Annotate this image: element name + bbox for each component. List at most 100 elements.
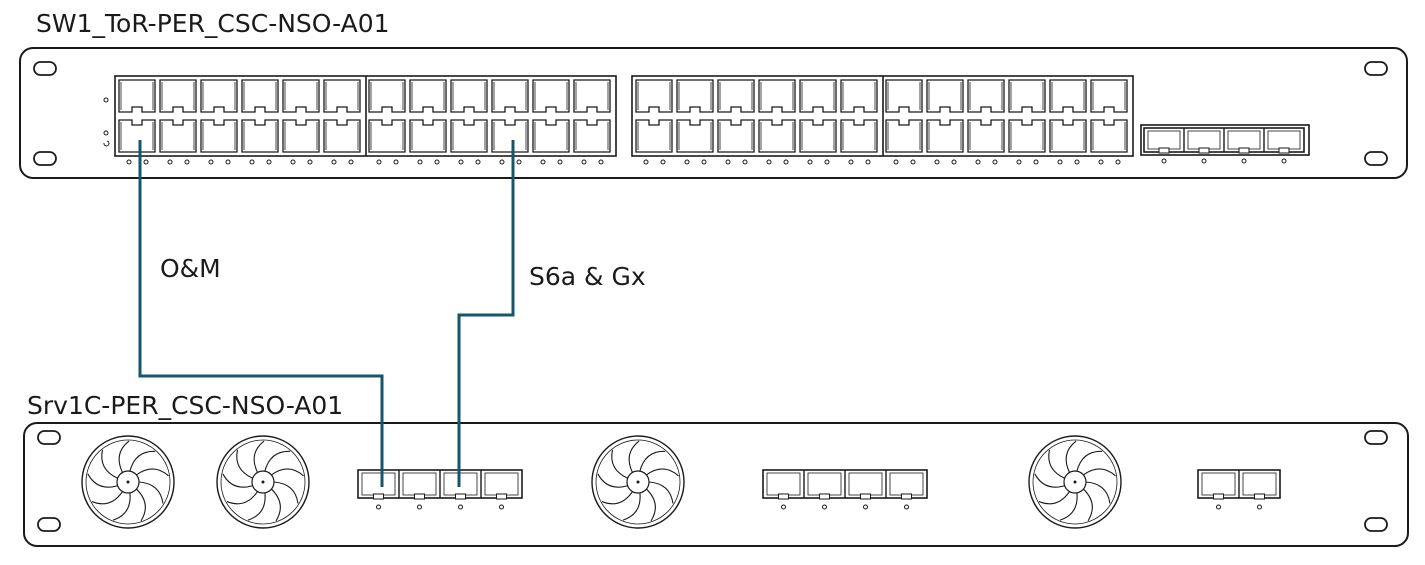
server-nic-ports	[357, 469, 1281, 510]
port-led-icon	[992, 159, 998, 165]
switch-sfp-ports	[1143, 127, 1305, 164]
sfp-latch-icon	[414, 493, 425, 500]
sfp-latch-icon	[1158, 147, 1170, 154]
port-led-icon	[848, 159, 854, 165]
port-led-icon	[1257, 504, 1262, 510]
rj45-port	[368, 119, 406, 153]
rj45-port	[282, 79, 320, 113]
port-led-icon	[143, 159, 149, 165]
sfp-latch-icon	[1213, 493, 1224, 500]
port-led-icon	[417, 159, 423, 165]
rj45-port	[159, 119, 197, 153]
fan-icon	[591, 435, 685, 529]
port-led-icon	[1115, 159, 1121, 165]
port-led-icon	[184, 159, 190, 165]
link-om: O&M	[138, 140, 384, 487]
port-led-icon	[660, 159, 666, 165]
port-led-icon	[742, 159, 748, 165]
rack-ear-hole-icon	[37, 517, 61, 532]
port-led-icon	[1033, 159, 1039, 165]
port-led-icon	[1098, 159, 1104, 165]
port-led-icon	[307, 159, 313, 165]
link-s6a-gx-label: S6a & Gx	[529, 262, 646, 291]
port-led-icon	[863, 504, 868, 510]
sfp-latch-icon	[819, 493, 830, 500]
status-led-icon	[103, 130, 109, 136]
sfp-port	[484, 472, 519, 496]
port-led-icon	[1161, 158, 1167, 164]
port-led-icon	[598, 159, 604, 165]
port-led-icon	[458, 159, 464, 165]
port-led-icon	[557, 159, 563, 165]
fan-icon	[1028, 435, 1122, 529]
port-led-icon	[434, 159, 440, 165]
sfp-port	[1227, 130, 1261, 150]
port-led-icon	[208, 159, 214, 165]
port-led-icon	[1201, 158, 1207, 164]
port-led-icon	[951, 159, 957, 165]
port-led-icon	[393, 159, 399, 165]
status-led-icon	[103, 97, 109, 103]
rj45-port	[676, 79, 714, 113]
rack-ear-hole-icon	[37, 430, 61, 445]
rj45-port	[758, 119, 796, 153]
port-led-icon	[824, 159, 830, 165]
rj45-port	[799, 119, 837, 153]
rack-ear-hole-icon	[1364, 430, 1388, 445]
port-led-icon	[643, 159, 649, 165]
rj45-port	[926, 119, 964, 153]
sfp-port	[807, 472, 842, 496]
sfp-latch-icon	[455, 493, 466, 500]
port-led-icon	[1216, 504, 1221, 510]
rj45-port	[573, 79, 611, 113]
port-led-icon	[766, 159, 772, 165]
rj45-port	[840, 119, 878, 153]
server-chassis	[23, 422, 1409, 547]
rj45-port	[532, 119, 570, 153]
rj45-port	[1008, 119, 1046, 153]
rj45-port	[200, 119, 238, 153]
port-led-icon	[807, 159, 813, 165]
rack-ear-hole-icon	[33, 61, 57, 76]
sfp-cage	[1140, 124, 1310, 156]
sfp-port	[766, 472, 801, 496]
sfp-latch-icon	[1278, 147, 1290, 154]
port-led-icon	[475, 159, 481, 165]
sfp-latch-icon	[901, 493, 912, 500]
sfp-port	[1147, 130, 1181, 150]
sfp-port	[361, 472, 396, 496]
rack-ear-hole-icon	[33, 151, 57, 166]
port-led-icon	[893, 159, 899, 165]
port-led-icon	[1241, 158, 1247, 164]
rj45-port	[1090, 79, 1128, 113]
sfp-port	[1267, 130, 1301, 150]
rj45-port-grid	[118, 76, 1128, 165]
port-led-icon	[225, 159, 231, 165]
rj45-port	[967, 119, 1005, 153]
sfp-port	[848, 472, 883, 496]
rack-ear-hole-icon	[1364, 151, 1388, 166]
port-led-icon	[516, 159, 522, 165]
rj45-port	[241, 119, 279, 153]
rj45-port	[635, 119, 673, 153]
rj45-port	[200, 79, 238, 113]
link-om-label: O&M	[160, 254, 221, 283]
link-s6a-gx: S6a & Gx	[457, 140, 646, 487]
port-led-icon	[975, 159, 981, 165]
sfp-latch-icon	[778, 493, 789, 500]
port-led-icon	[781, 504, 786, 510]
rj45-port	[532, 79, 570, 113]
link-om-line	[138, 140, 384, 487]
rj45-port	[241, 79, 279, 113]
port-led-icon	[1016, 159, 1022, 165]
rj45-port	[450, 119, 488, 153]
rj45-port	[1049, 119, 1087, 153]
sfp-port	[1242, 472, 1277, 496]
reset-button-icon	[103, 140, 110, 147]
rj45-port	[635, 79, 673, 113]
port-led-icon	[376, 504, 381, 510]
rj45-port	[323, 79, 361, 113]
port-led-icon	[1074, 159, 1080, 165]
